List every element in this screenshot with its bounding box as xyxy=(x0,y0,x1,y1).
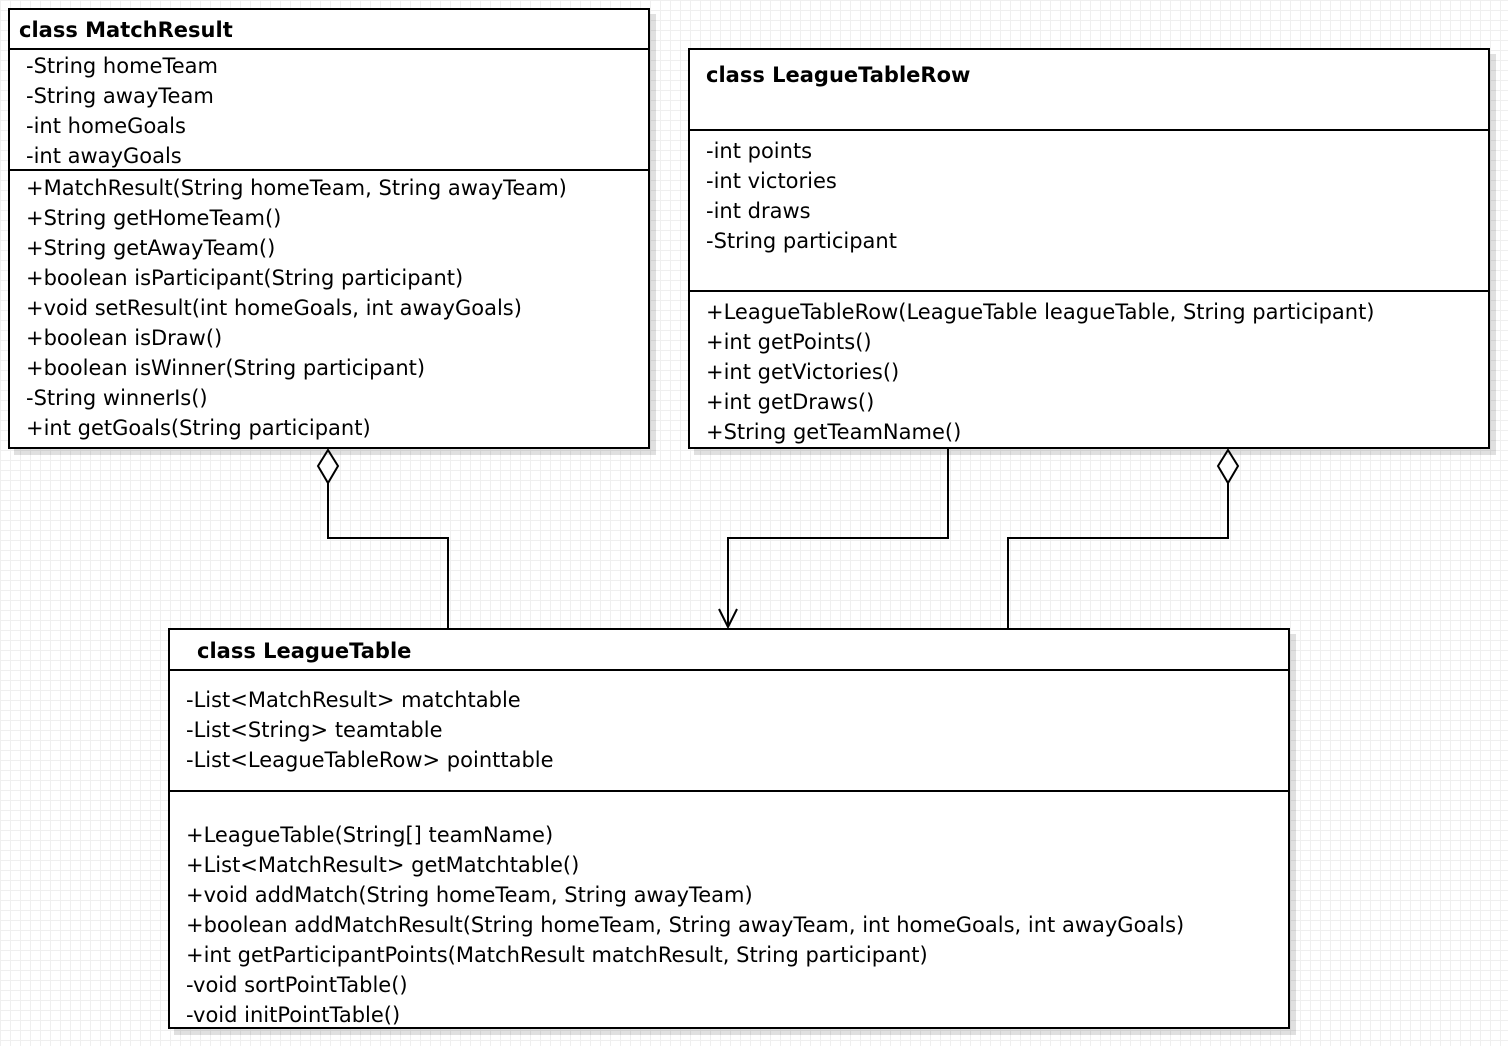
class-match-result[interactable]: class MatchResult -String homeTeam-Strin… xyxy=(8,8,650,449)
operation-row: +LeagueTableRow(LeagueTable leagueTable,… xyxy=(706,300,1375,324)
attribute-row: -List<MatchResult> matchtable xyxy=(186,688,521,712)
attribute-row: -List<LeagueTableRow> pointtable xyxy=(186,748,554,772)
operations-section: +LeagueTableRow(LeagueTable leagueTable,… xyxy=(690,292,1488,447)
operation-row: +void addMatch(String homeTeam, String a… xyxy=(186,883,753,907)
operation-row: +int getPoints() xyxy=(706,330,872,354)
operations-section: +MatchResult(String homeTeam, String awa… xyxy=(10,171,648,443)
aggregation-league-table-to-match-result[interactable] xyxy=(316,448,449,628)
operation-row: +int getDraws() xyxy=(706,390,875,414)
attribute-row: -int awayGoals xyxy=(26,144,182,168)
operation-row: -String winnerIs() xyxy=(26,386,208,410)
operation-row: +boolean isDraw() xyxy=(26,326,223,350)
aggregation-league-table-to-league-table-row[interactable] xyxy=(1007,448,1240,628)
operations-section: +LeagueTable(String[] teamName) +List<Mat… xyxy=(170,792,1288,1030)
class-title: class LeagueTableRow xyxy=(690,50,1488,131)
attribute-row: -List<String> teamtable xyxy=(186,718,443,742)
class-league-table-row[interactable]: class LeagueTableRow -int points -int vic… xyxy=(688,48,1490,449)
operation-row: +boolean isWinner(String participant) xyxy=(26,356,426,380)
attribute-row: -String awayTeam xyxy=(26,84,214,108)
operation-row: +int getGoals(String participant) xyxy=(26,416,371,440)
operation-row: +int getVictories() xyxy=(706,360,900,384)
attribute-row: -int points xyxy=(706,139,813,163)
open-arrowhead xyxy=(718,608,738,630)
operation-row: +void setResult(int homeGoals, int awayG… xyxy=(26,296,522,320)
class-title: class LeagueTable xyxy=(170,630,1288,671)
attributes-section: -List<MatchResult> matchtable -List<Strin… xyxy=(170,671,1288,792)
attribute-row: -int homeGoals xyxy=(26,114,186,138)
attribute-row: -int victories xyxy=(706,169,837,193)
operation-row: +boolean addMatchResult(String homeTeam,… xyxy=(186,913,1185,937)
operation-row: +String getHomeTeam() xyxy=(26,206,282,230)
class-title: class MatchResult xyxy=(10,10,648,50)
operation-row: +MatchResult(String homeTeam, String awa… xyxy=(26,176,567,200)
operation-row: +List<MatchResult> getMatchtable() xyxy=(186,853,580,877)
attribute-row: -String homeTeam xyxy=(26,54,218,78)
operation-row: +int getParticipantPoints(MatchResult ma… xyxy=(186,943,928,967)
attribute-row: -int draws xyxy=(706,199,811,223)
association-league-table-row-to-league-table[interactable] xyxy=(718,449,949,630)
attribute-row: -String participant xyxy=(706,229,897,253)
operation-row: +String getAwayTeam() xyxy=(26,236,276,260)
attributes-section: -String homeTeam -String awayTeam -int hom… xyxy=(10,50,648,171)
operation-row: -void sortPointTable() xyxy=(186,973,408,997)
class-league-table[interactable]: class LeagueTable -List<MatchResult> mat… xyxy=(168,628,1290,1029)
aggregation-diamond xyxy=(316,448,340,485)
attributes-section: -int points -int victories -int draws -Stri… xyxy=(690,131,1488,292)
operation-row: +LeagueTable(String[] teamName) xyxy=(186,823,554,847)
operation-row: -void initPointTable() xyxy=(186,1003,401,1027)
operation-row: +String getTeamName() xyxy=(706,420,962,444)
operation-row: +boolean isParticipant(String participan… xyxy=(26,266,464,290)
aggregation-diamond xyxy=(1216,448,1240,485)
